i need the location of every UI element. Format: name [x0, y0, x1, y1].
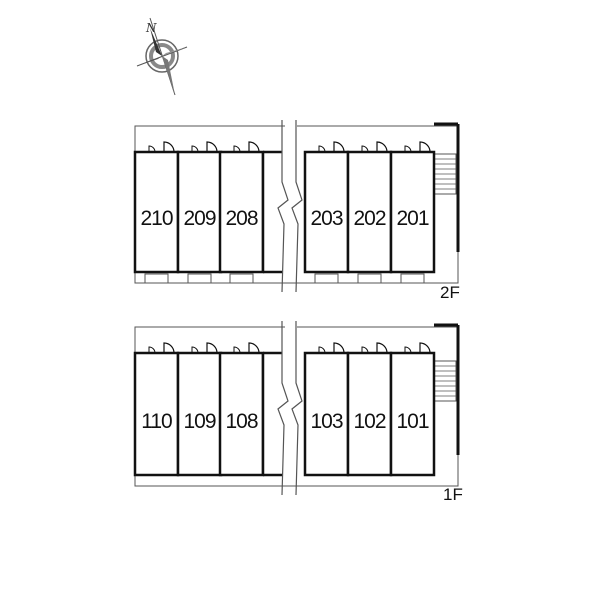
- room-number-209: 209: [183, 207, 215, 230]
- break-line: [277, 321, 289, 496]
- door-swing-icon: [376, 342, 388, 354]
- unit-outline: [303, 351, 350, 477]
- entry-mark-icon: [191, 145, 199, 153]
- door-swing-icon: [376, 141, 388, 153]
- door-swing-icon: [163, 141, 175, 153]
- unit-outline: [218, 150, 265, 274]
- compass-rose-icon: N: [136, 17, 188, 96]
- door-swing-icon: [248, 141, 260, 153]
- entry-mark-icon: [404, 346, 412, 354]
- door-swing-icon: [333, 141, 345, 153]
- door-swing-icon: [419, 141, 431, 153]
- room-number-102: 102: [353, 410, 385, 433]
- entry-mark-icon: [148, 145, 156, 153]
- room-number-109: 109: [183, 410, 215, 433]
- omitted-section: [263, 152, 285, 272]
- room-number-201: 201: [396, 207, 428, 230]
- entry-mark-icon: [191, 346, 199, 354]
- corridor-outline: [134, 326, 459, 487]
- floor-2-plan: 210 209 208 203 202 201 2F: [133, 120, 460, 302]
- corridor-outline: [134, 125, 459, 284]
- floor-1-plan: 110 109 108 103 102 101 1F: [133, 321, 463, 504]
- balcony-outline: [229, 273, 254, 284]
- room-number-203: 203: [310, 207, 342, 230]
- room-number-103: 103: [310, 410, 342, 433]
- door-swing-icon: [206, 141, 218, 153]
- entry-mark-icon: [233, 145, 241, 153]
- break-line: [277, 120, 289, 293]
- room-number-210: 210: [140, 207, 172, 230]
- room-number-110: 110: [141, 410, 172, 433]
- door-swing-icon: [248, 342, 260, 354]
- door-swing-icon: [163, 342, 175, 354]
- omitted-section: [263, 353, 285, 475]
- door-swing-icon: [333, 342, 345, 354]
- unit-outline: [389, 351, 436, 477]
- room-number-108: 108: [225, 410, 257, 433]
- entry-mark-icon: [404, 145, 412, 153]
- balcony-outline: [187, 273, 212, 284]
- entry-mark-icon: [361, 346, 369, 354]
- unit-outline: [218, 351, 265, 477]
- unit-outline: [176, 351, 223, 477]
- floor-2-label: 2F: [440, 283, 460, 302]
- entry-mark-icon: [361, 145, 369, 153]
- entry-mark-icon: [318, 145, 326, 153]
- entry-mark-icon: [318, 346, 326, 354]
- entry-mark-icon: [148, 346, 156, 354]
- balcony-outline: [400, 273, 425, 284]
- compass-north-label: N: [145, 21, 157, 35]
- door-swing-icon: [206, 342, 218, 354]
- balcony-outline: [357, 273, 382, 284]
- room-number-101: 101: [396, 410, 428, 433]
- break-line: [291, 321, 303, 496]
- door-swing-icon: [419, 342, 431, 354]
- entry-mark-icon: [233, 346, 241, 354]
- floor-1-label: 1F: [443, 485, 463, 504]
- room-number-202: 202: [353, 207, 385, 230]
- balcony-outline: [314, 273, 339, 284]
- partial-unit-edge: [263, 150, 282, 274]
- balcony-outline: [144, 273, 169, 284]
- room-number-208: 208: [225, 207, 257, 230]
- partial-unit-edge: [263, 351, 282, 477]
- break-line: [291, 120, 303, 293]
- unit-outline: [176, 150, 223, 274]
- unit-outline: [389, 150, 436, 274]
